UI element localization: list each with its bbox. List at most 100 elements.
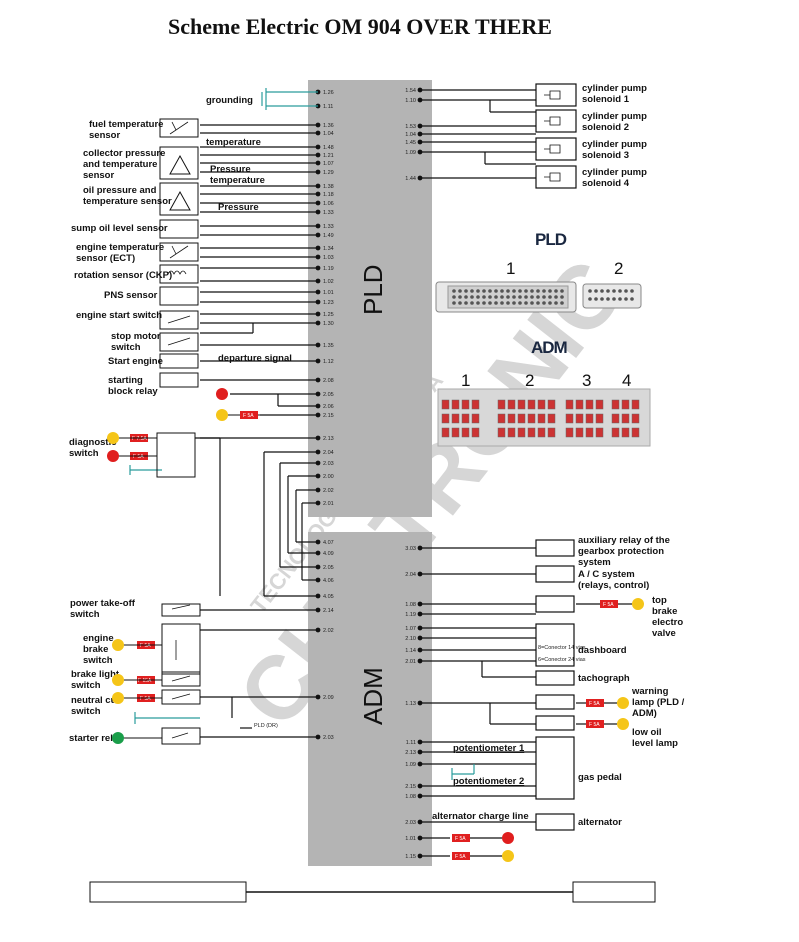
dashboard-connector-note-1: 8=Conector 14 vias <box>538 645 586 651</box>
alternator-label: alternator <box>578 817 622 828</box>
pin-label: 4.07 <box>323 540 334 546</box>
adm-connector-pin <box>471 399 480 410</box>
connector-pin <box>524 295 528 299</box>
pin-dot <box>417 761 423 767</box>
pin-dot <box>417 819 423 825</box>
pin-dot <box>417 749 423 755</box>
eb-node <box>112 639 124 651</box>
connector-pin <box>482 295 486 299</box>
connector-pin <box>594 289 598 293</box>
connector-pin <box>506 289 510 293</box>
diag-node-yellow <box>107 432 119 444</box>
pin-label: 1.03 <box>323 255 334 261</box>
adm-connector-pin <box>507 427 516 438</box>
pin-dot <box>417 601 423 607</box>
bottom-bar <box>89 881 656 903</box>
connector-pin <box>464 295 468 299</box>
connector-pin <box>500 301 504 305</box>
connector-pin <box>470 289 474 293</box>
connector-pin <box>482 289 486 293</box>
pressure-label: Pressure <box>210 164 251 175</box>
departure-label: departure signal <box>218 353 292 364</box>
cyl4-label-b: solenoid 4 <box>582 178 630 189</box>
pin-dot <box>417 625 423 631</box>
svg-text:F 5A: F 5A <box>589 722 600 728</box>
bl-node <box>112 674 124 686</box>
pin-dot <box>417 647 423 653</box>
adm-connector-pin <box>441 427 450 438</box>
pld-right-pins: 1.541.101.531.041.451.091.44 <box>405 87 423 182</box>
tachograph-label: tachograph <box>578 673 630 684</box>
adm-connector-pin <box>575 399 584 410</box>
pin-dot <box>417 783 423 789</box>
connector-pin <box>524 289 528 293</box>
connector-pin <box>612 297 616 301</box>
adm-connector-3-label: 3 <box>582 371 591 390</box>
connector-pin <box>464 301 468 305</box>
svg-text:F 15A: F 15A <box>138 678 152 684</box>
connector-pin <box>618 297 622 301</box>
pin-label: 1.45 <box>405 140 416 146</box>
adm-connector-pin <box>461 427 470 438</box>
pin-label: 1.34 <box>323 246 334 252</box>
pin-label: 1.36 <box>323 123 334 129</box>
connector-pin <box>518 295 522 299</box>
connector-pin <box>560 289 564 293</box>
adm-connector-pin <box>631 427 640 438</box>
pin-label: 2.03 <box>405 820 416 826</box>
connector-pin <box>482 301 486 305</box>
connector-pin <box>470 295 474 299</box>
connector-pin <box>470 301 474 305</box>
pld-adm-links <box>195 437 318 738</box>
stop-label-2: switch <box>111 342 141 353</box>
pin-label: 1.48 <box>323 145 334 151</box>
pin-label: 1.21 <box>323 153 334 159</box>
connector-pin <box>500 289 504 293</box>
pin-dot <box>417 853 423 859</box>
start-switch-label: engine start switch <box>76 310 162 321</box>
pin-label: 1.09 <box>405 150 416 156</box>
pin-label: 1.23 <box>323 300 334 306</box>
pin-label: 2.02 <box>323 488 334 494</box>
adm-connector-pin <box>527 413 536 424</box>
ect-label-1: engine temperature <box>76 242 164 253</box>
warn-label-3: ADM) <box>632 708 657 719</box>
connector-pin <box>630 297 634 301</box>
pin-label: 2.14 <box>323 608 334 614</box>
connector-pin <box>488 301 492 305</box>
pld-right-wires <box>422 83 577 189</box>
pin-label: 1.01 <box>405 836 416 842</box>
pin-label: 1.49 <box>323 233 334 239</box>
adm-connector-pin <box>471 427 480 438</box>
pin-dot <box>417 700 423 706</box>
connector-pin <box>560 295 564 299</box>
connector-pin <box>588 297 592 301</box>
left-power-wires <box>119 414 260 739</box>
aux-label-1: auxiliary relay of the <box>578 535 670 546</box>
pld-connector-1 <box>435 281 577 313</box>
adm-connector-pin <box>497 413 506 424</box>
collector-label-1: collector pressure <box>83 148 165 159</box>
pin-label: 2.05 <box>323 565 334 571</box>
pin-label: 2.02 <box>323 628 334 634</box>
connector-pin <box>594 297 598 301</box>
adm-connector-pin <box>611 427 620 438</box>
pin-label: 1.08 <box>405 794 416 800</box>
adm-connector-pin <box>631 413 640 424</box>
adm-yellow-node <box>502 850 514 862</box>
tb-label-4: valve <box>652 628 676 639</box>
pld-connector-title: PLD <box>535 230 567 249</box>
power-node-yellow-1 <box>216 409 228 421</box>
warn-node <box>617 697 629 709</box>
pin-dot <box>417 149 423 155</box>
connector-pin <box>618 289 622 293</box>
collector-label-3: sensor <box>83 170 114 181</box>
gas-pedal-ground <box>451 764 475 780</box>
eb-label-2: brake <box>83 644 108 655</box>
connector-pin <box>536 289 540 293</box>
bl-label-2: switch <box>71 680 101 691</box>
connector-pin <box>458 295 462 299</box>
ac-label-1: A / C system <box>578 569 635 580</box>
cyl2-label-b: solenoid 2 <box>582 122 629 133</box>
connector-pin <box>524 301 528 305</box>
